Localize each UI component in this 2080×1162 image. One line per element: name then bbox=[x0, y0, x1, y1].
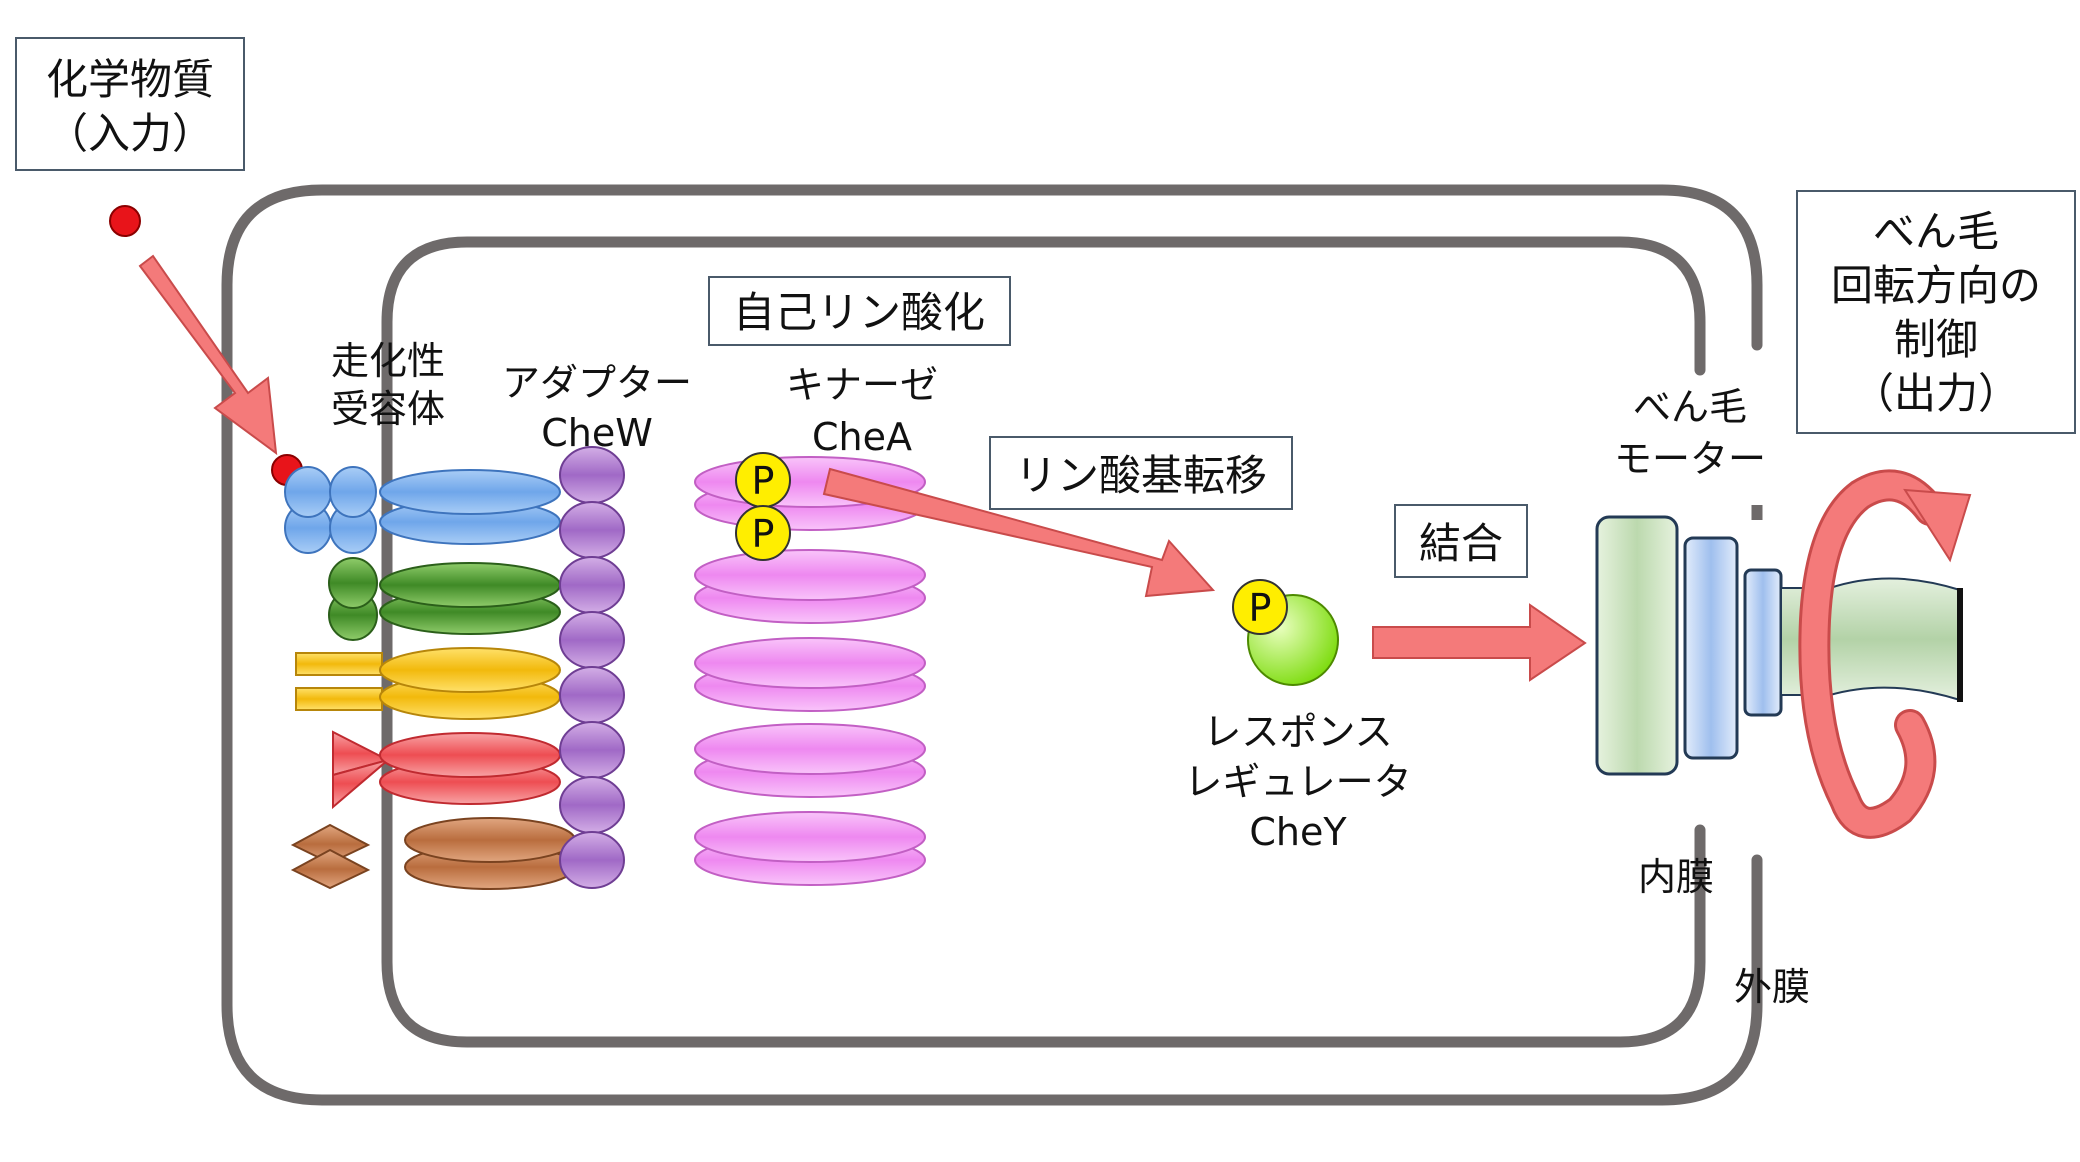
ligand-molecule bbox=[109, 205, 141, 237]
phosphate-label-2: P bbox=[752, 512, 775, 556]
binding-arrow bbox=[1372, 603, 1587, 682]
phosphate-on-chea-1: P bbox=[735, 452, 791, 508]
outer-membrane-label: 外膜 bbox=[1734, 965, 1810, 1009]
phosphate-label-1: P bbox=[752, 459, 775, 503]
phosphate-on-chea-2: P bbox=[735, 505, 791, 561]
chemoreceptor-blue bbox=[284, 466, 561, 554]
autophosphorylation-box: 自己リン酸化 bbox=[708, 276, 1011, 346]
response-regulator-chey: P bbox=[1232, 579, 1339, 686]
binding-box: 結合 bbox=[1394, 504, 1528, 578]
input-label-line2: （入力） bbox=[46, 109, 214, 158]
phosphotransfer-label: リン酸基転移 bbox=[1015, 451, 1267, 500]
input-arrow bbox=[138, 254, 278, 456]
membranes bbox=[221, 184, 1763, 1106]
motor-label-line2: モーター bbox=[1614, 437, 1766, 481]
input-label-line1: 化学物質 bbox=[46, 55, 214, 104]
receptor-label-line1: 走化性 bbox=[331, 339, 445, 383]
output-label-line1: べん毛 bbox=[1873, 207, 1999, 256]
binding-label: 結合 bbox=[1419, 519, 1503, 568]
motor-label-line1: べん毛 bbox=[1633, 385, 1747, 429]
kinase-chea-stack bbox=[694, 456, 926, 886]
chemoreceptor-brown bbox=[290, 817, 576, 890]
output-label-line4: （出力） bbox=[1852, 369, 2020, 418]
phosphotransfer-arrow bbox=[822, 467, 1216, 598]
chemoreceptor-red bbox=[332, 730, 561, 810]
regulator-label-line2: レギュレータ bbox=[1184, 760, 1411, 804]
adapter-label-line1: アダプター bbox=[502, 361, 692, 405]
receptor-label-line2: 受容体 bbox=[331, 387, 445, 431]
chemoreceptor-yellow bbox=[295, 647, 561, 720]
adapter-chew-column bbox=[559, 446, 625, 889]
inner-membrane-outline bbox=[381, 236, 1706, 1048]
phosphate-label-chey: P bbox=[1249, 586, 1272, 630]
kinase-label-line2: CheA bbox=[812, 415, 912, 459]
rotation-arrow bbox=[1798, 469, 1972, 839]
regulator-label-line1: レスポンス bbox=[1203, 710, 1392, 754]
input-label-box: 化学物質 （入力） bbox=[15, 37, 245, 171]
autophosphorylation-label: 自己リン酸化 bbox=[733, 288, 985, 337]
phosphotransfer-box: リン酸基転移 bbox=[989, 436, 1293, 510]
output-label-line2: 回転方向の bbox=[1831, 261, 2041, 310]
outer-membrane-outline bbox=[221, 184, 1763, 1106]
output-label-box: べん毛 回転方向の 制御 （出力） bbox=[1796, 190, 2076, 434]
chemoreceptor-green bbox=[328, 557, 561, 641]
kinase-label-line1: キナーゼ bbox=[786, 363, 938, 407]
output-label-line3: 制御 bbox=[1894, 315, 1978, 364]
inner-membrane-label: 内膜 bbox=[1638, 855, 1714, 899]
regulator-label-line3: CheY bbox=[1249, 810, 1347, 854]
